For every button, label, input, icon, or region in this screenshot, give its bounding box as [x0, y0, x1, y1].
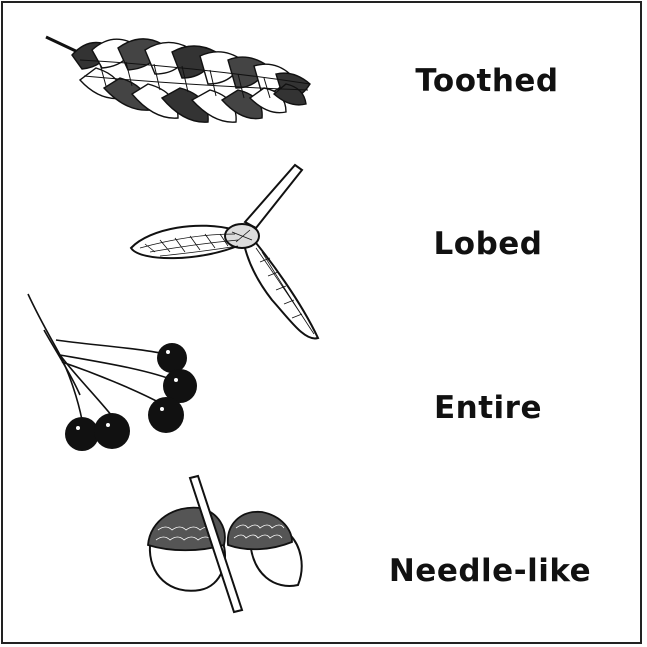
- label-toothed: Toothed: [415, 63, 558, 99]
- label-lobed: Lobed: [434, 226, 543, 262]
- label-needle-like: Needle-like: [389, 553, 591, 589]
- label-entire: Entire: [434, 390, 542, 426]
